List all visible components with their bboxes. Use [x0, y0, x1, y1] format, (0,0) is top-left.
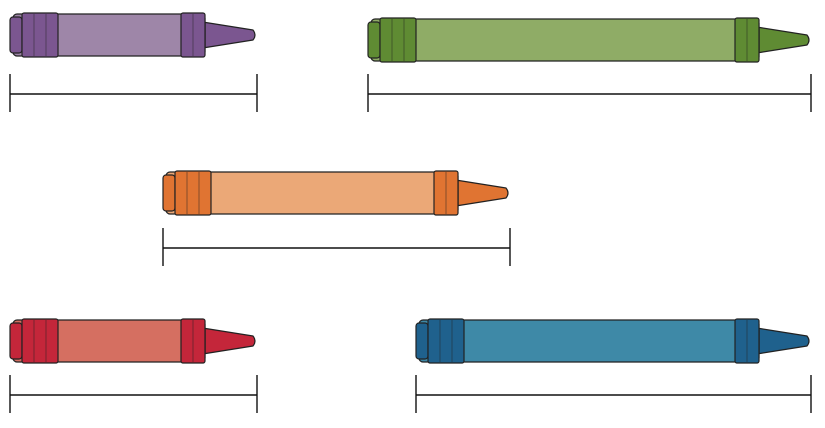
crayon-green — [367, 17, 810, 63]
measure-line-orange — [162, 228, 511, 266]
measure-line-purple — [9, 74, 258, 112]
crayon-end-cap — [9, 322, 23, 360]
crayon-band-left — [21, 318, 59, 364]
crayon-band-left — [174, 170, 212, 216]
crayon-end-cap — [9, 16, 23, 54]
measure-line-red — [9, 375, 258, 413]
measure-line-green — [367, 74, 812, 112]
crayon-tip — [758, 26, 810, 54]
crayon-end-cap — [415, 322, 429, 360]
crayon-band-left — [379, 17, 417, 63]
crayon-tip — [457, 179, 509, 207]
crayon-tip — [204, 21, 256, 49]
crayon-end-cap — [367, 21, 381, 59]
crayon-tip — [758, 327, 810, 355]
crayon-band-left — [427, 318, 465, 364]
crayon-band-left — [21, 12, 59, 58]
crayon-body — [370, 18, 760, 62]
crayon-purple — [9, 12, 256, 58]
crayon-end-cap — [162, 174, 176, 212]
crayon-blue — [415, 318, 810, 364]
crayon-red — [9, 318, 256, 364]
crayon-body — [418, 319, 760, 363]
measure-line-blue — [415, 375, 812, 413]
crayon-tip — [204, 327, 256, 355]
crayon-orange — [162, 170, 509, 216]
